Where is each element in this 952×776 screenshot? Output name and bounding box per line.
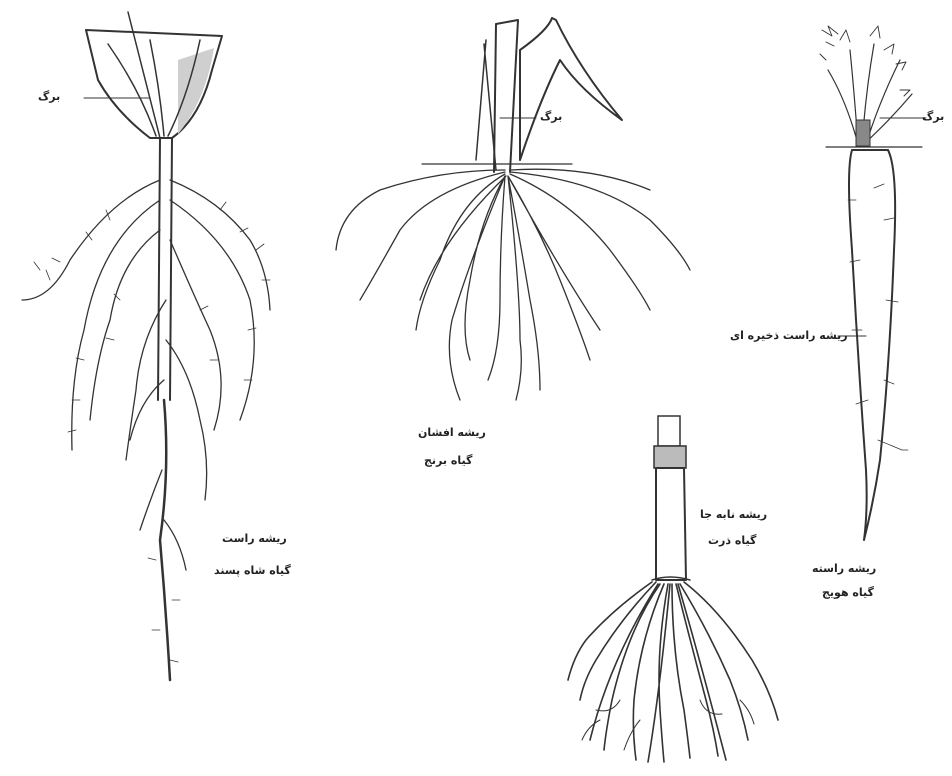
pistachio-leaf-label: برگ bbox=[38, 90, 60, 103]
corn-root-type-label: ریشه نابه جا bbox=[700, 508, 767, 521]
adventitious-root-plant-illustration bbox=[568, 416, 778, 762]
pistachio-plant-label: گیاه شاه پسند bbox=[214, 564, 291, 577]
carrot-plant-label: گیاه هویج bbox=[822, 586, 874, 599]
wheat-root-type-label: ریشه افشان bbox=[418, 426, 486, 439]
carrot-storage-root-label: ریشه راست ذخیره ای bbox=[730, 329, 848, 342]
fibrous-root-plant-illustration bbox=[336, 18, 690, 400]
pistachio-root-type-label: ریشه راست bbox=[222, 532, 287, 545]
carrot-root-type-label: ریشه راسته bbox=[812, 562, 876, 575]
wheat-leaf-label: برگ bbox=[540, 110, 562, 123]
taproot-plant-illustration bbox=[22, 12, 270, 680]
wheat-plant-label: گیاه برنج bbox=[424, 454, 472, 467]
corn-plant-label: گیاه ذرت bbox=[708, 534, 756, 547]
carrot-leaf-label: برگ bbox=[922, 110, 944, 123]
carrot-plant-illustration bbox=[820, 26, 926, 540]
